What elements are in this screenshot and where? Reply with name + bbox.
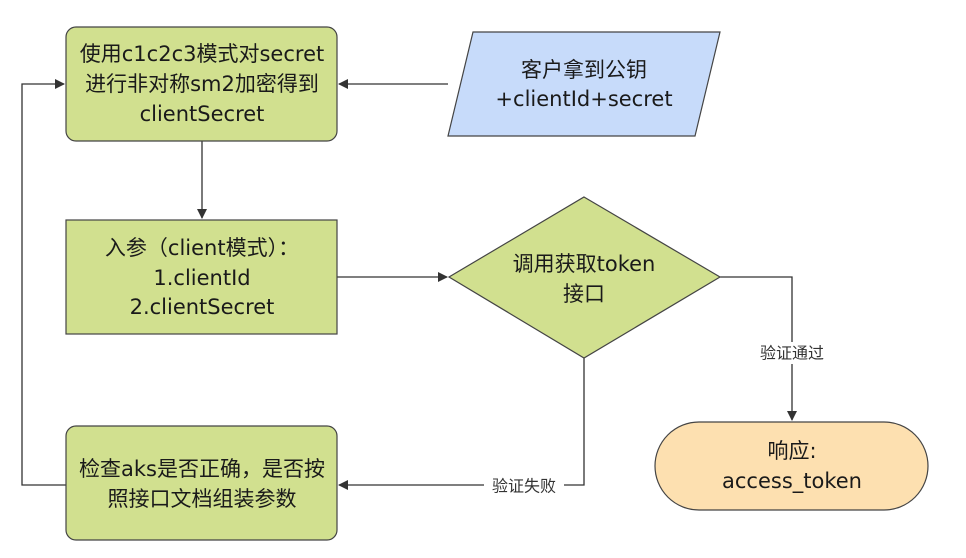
- node-client-input: 客户拿到公钥 +clientId+secret: [447, 31, 721, 137]
- edge-label-fail: 验证失败: [492, 477, 556, 496]
- node-params: 入参（client模式）： 1.clientId 2.clientSecret: [65, 219, 338, 335]
- svg-text:调用获取token: 调用获取token: [513, 252, 656, 276]
- svg-text:客户拿到公钥: 客户拿到公钥: [521, 58, 647, 82]
- svg-text:检查aks是否正确，是否按: 检查aks是否正确，是否按: [79, 457, 325, 481]
- svg-text:+clientId+secret: +clientId+secret: [495, 87, 672, 111]
- svg-text:1.clientId: 1.clientId: [153, 266, 250, 290]
- node-check: 检查aks是否正确，是否按 照接口文档组装参数: [65, 425, 338, 541]
- svg-text:clientSecret: clientSecret: [140, 102, 265, 126]
- edge-call-to-response: [720, 276, 797, 421]
- svg-text:响应:: 响应:: [767, 439, 816, 463]
- edge-check-to-encrypt: [21, 79, 66, 486]
- svg-text:照接口文档组装参数: 照接口文档组装参数: [108, 487, 297, 511]
- node-encrypt: 使用c1c2c3模式对secret 进行非对称sm2加密得到 clientSec…: [65, 26, 338, 142]
- svg-text:入参（client模式）：: 入参（client模式）：: [105, 236, 299, 260]
- svg-text:access_token: access_token: [722, 469, 862, 494]
- svg-text:进行非对称sm2加密得到: 进行非对称sm2加密得到: [85, 72, 319, 96]
- edge-label-pass: 验证通过: [760, 344, 824, 363]
- node-response: 响应: access_token: [654, 421, 929, 511]
- svg-text:接口: 接口: [563, 282, 605, 306]
- svg-text:2.clientSecret: 2.clientSecret: [130, 295, 275, 319]
- node-call-api: 调用获取token 接口: [447, 196, 722, 359]
- edge-call-to-check: [338, 358, 585, 490]
- svg-text:使用c1c2c3模式对secret: 使用c1c2c3模式对secret: [80, 42, 324, 66]
